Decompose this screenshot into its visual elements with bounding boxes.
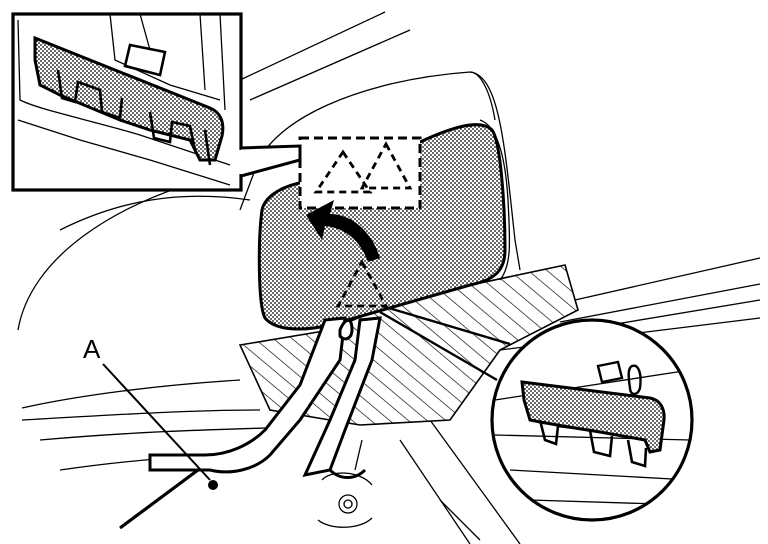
clip-detail-circle (490, 318, 694, 522)
detail-leader-lines (379, 304, 511, 382)
trim-cover-panel (257, 119, 511, 331)
callout-a-arrow-shaft (119, 468, 199, 530)
removal-direction-arrow (306, 200, 380, 262)
callout-a-leader (102, 363, 218, 490)
callout-label-a: A (83, 334, 101, 364)
clip-position-triangles (313, 141, 413, 308)
pillar-bracket-a (148, 316, 382, 479)
top-detail-inset (11, 12, 302, 192)
clip-location-box (298, 136, 422, 210)
